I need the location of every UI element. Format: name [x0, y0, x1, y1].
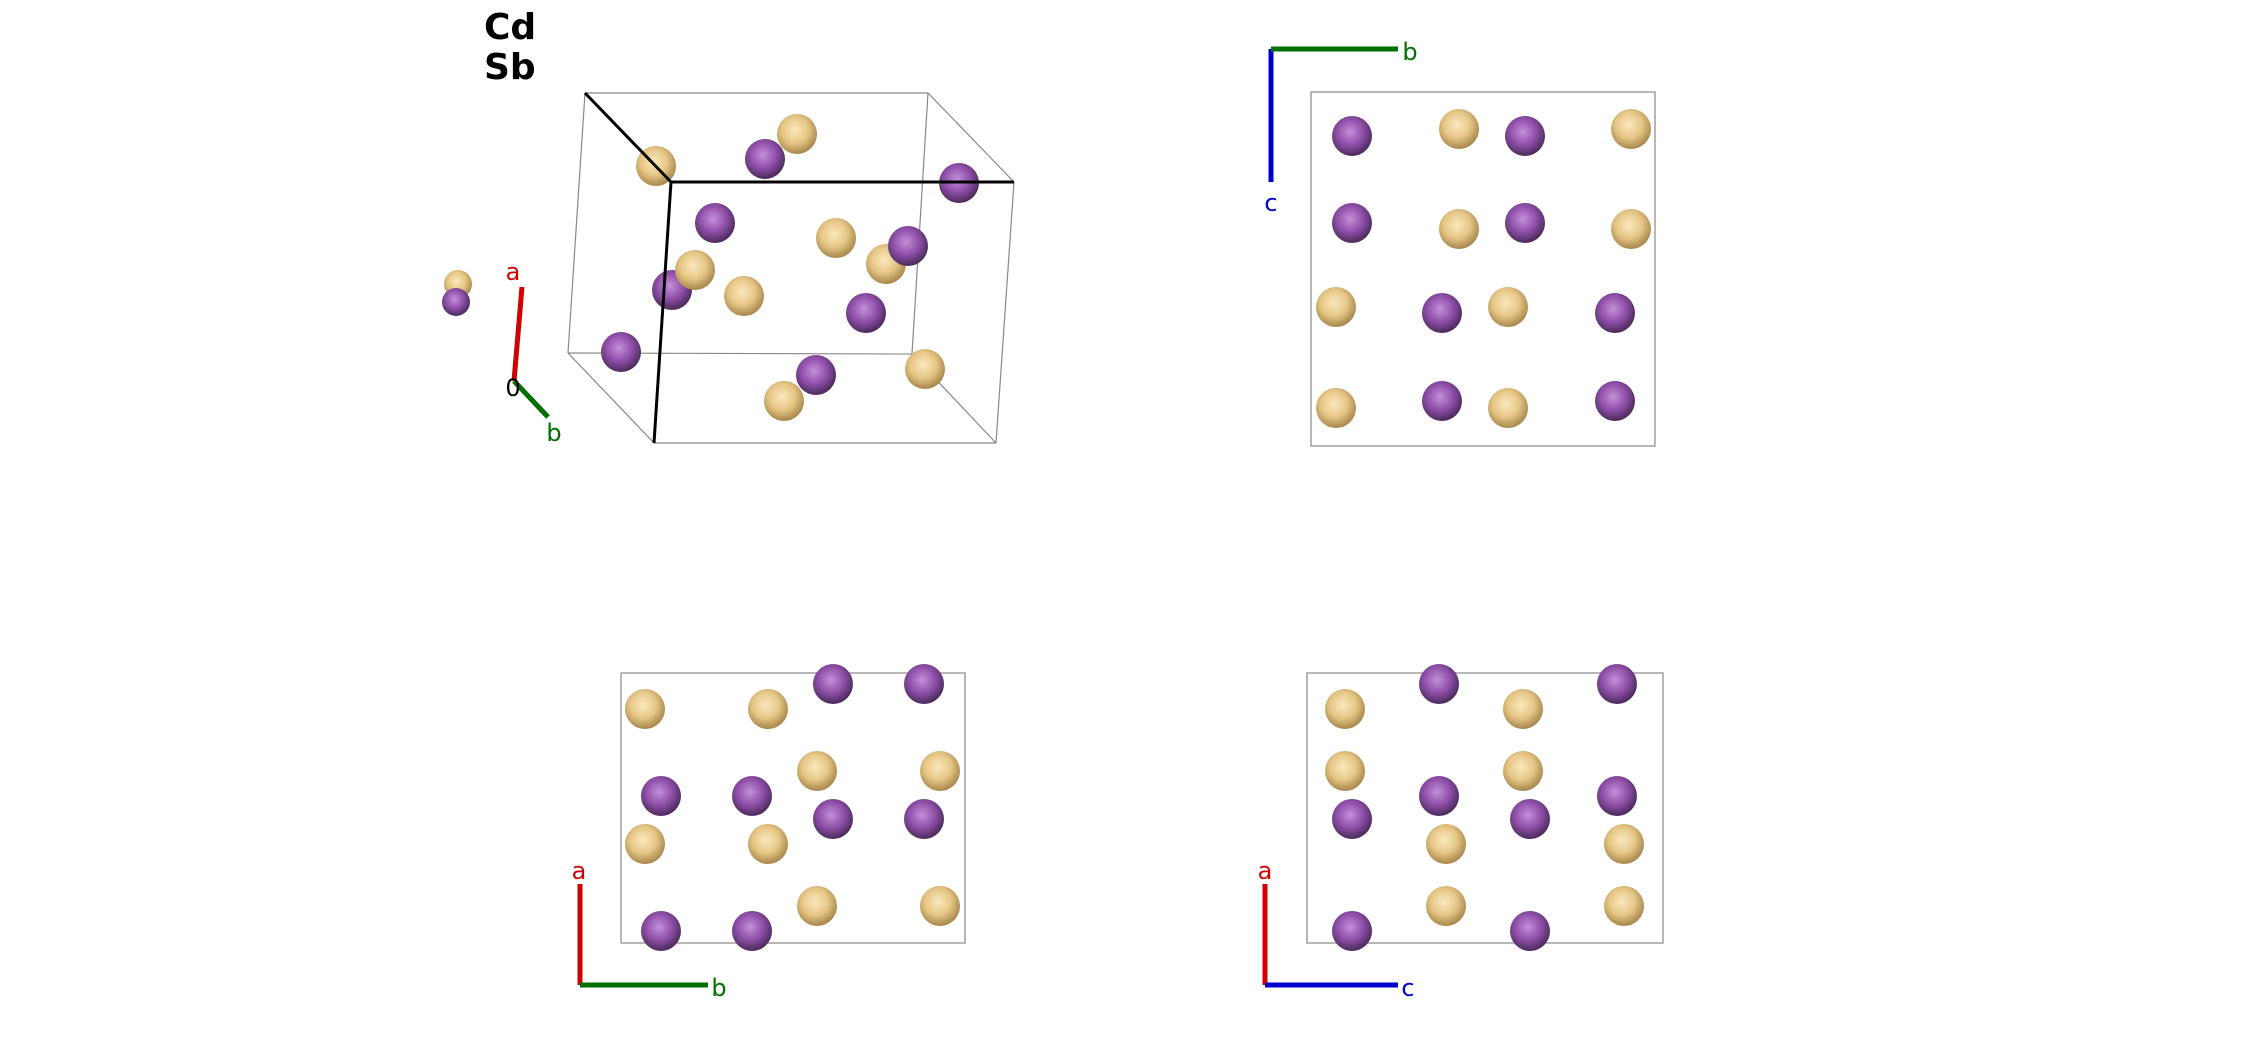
- axis-b-label: b: [1402, 38, 1417, 66]
- perspective-atoms: [442, 114, 979, 421]
- atom-cd: [732, 776, 772, 816]
- atom-sb: [1604, 886, 1644, 926]
- axis-a-label: a: [572, 857, 587, 885]
- atom-cd: [1505, 116, 1545, 156]
- cell-outline: [1310, 91, 1656, 447]
- view-ab-atoms: [625, 664, 960, 951]
- atom-sb: [1604, 824, 1644, 864]
- perspective-cell-front-edges: [583, 91, 1014, 444]
- cell-outline: [1306, 672, 1664, 944]
- atom-cd: [1595, 293, 1635, 333]
- axis-c-label: c: [1264, 189, 1277, 217]
- atom-cd: [1332, 799, 1372, 839]
- view-ac-atoms: [1325, 664, 1644, 951]
- atom-sb: [625, 689, 665, 729]
- atom-cd: [846, 293, 886, 333]
- atom-cd: [813, 799, 853, 839]
- atom-sb: [1503, 751, 1543, 791]
- atom-sb: [797, 751, 837, 791]
- cell-outline: [620, 672, 966, 944]
- view-ab: a b: [572, 664, 966, 1002]
- atom-sb: [1316, 388, 1356, 428]
- axis-b-line: [512, 379, 550, 419]
- atom-sb: [777, 114, 817, 154]
- atom-sb: [920, 886, 960, 926]
- atom-cd: [1419, 664, 1459, 704]
- atom-sb: [1316, 287, 1356, 327]
- atom-cd: [1332, 116, 1372, 156]
- atom-cd: [1595, 381, 1635, 421]
- atom-sb: [748, 689, 788, 729]
- atom-sb: [724, 276, 764, 316]
- atom-sb: [675, 250, 715, 290]
- atom-cd: [796, 355, 836, 395]
- perspective-view: a b 0: [442, 91, 1015, 447]
- atom-cd: [1510, 911, 1550, 951]
- atom-sb: [1488, 287, 1528, 327]
- atom-cd: [641, 911, 681, 951]
- axis-a-label: a: [1258, 857, 1273, 885]
- view-ab-axis-triad: a b: [572, 857, 727, 1002]
- atom-cd: [641, 776, 681, 816]
- atom-sb: [1611, 109, 1651, 149]
- atom-sb: [920, 751, 960, 791]
- atom-sb: [764, 381, 804, 421]
- axis-a-label: a: [506, 258, 521, 286]
- atom-cd: [904, 664, 944, 704]
- atom-sb: [625, 824, 665, 864]
- axis-b-label: b: [711, 974, 726, 1002]
- atom-sb: [1503, 689, 1543, 729]
- axis-b-label: b: [546, 419, 561, 447]
- atom-cd: [745, 139, 785, 179]
- perspective-axis-triad: a b 0: [505, 258, 561, 447]
- legend-cd: Cd: [484, 7, 537, 48]
- atom-cd: [1597, 664, 1637, 704]
- atom-cd: [813, 664, 853, 704]
- element-legend: Cd Sb: [484, 8, 536, 88]
- atom-cd: [1505, 203, 1545, 243]
- atom-sb: [797, 886, 837, 926]
- axis-c-label: c: [1401, 974, 1414, 1002]
- atom-sb: [1325, 689, 1365, 729]
- atom-sb: [748, 824, 788, 864]
- view-bc-axis-triad: b c: [1264, 38, 1417, 217]
- atom-cd: [888, 226, 928, 266]
- atom-cd: [695, 203, 735, 243]
- atom-cd: [442, 288, 470, 316]
- atom-cd: [732, 911, 772, 951]
- atom-cd: [601, 332, 641, 372]
- atom-cd: [1422, 293, 1462, 333]
- atom-cd: [1422, 381, 1462, 421]
- atom-cd: [1597, 776, 1637, 816]
- atom-cd: [1510, 799, 1550, 839]
- view-ac-axis-triad: a c: [1258, 857, 1415, 1002]
- atom-sb: [1611, 209, 1651, 249]
- atom-sb: [816, 218, 856, 258]
- axis-a-line: [511, 286, 525, 382]
- atom-sb: [1325, 751, 1365, 791]
- atom-sb: [1426, 824, 1466, 864]
- atom-cd: [1332, 203, 1372, 243]
- origin-label: 0: [505, 374, 520, 402]
- atom-cd: [904, 799, 944, 839]
- atom-cd: [1419, 776, 1459, 816]
- atom-sb: [1439, 209, 1479, 249]
- atom-sb: [1426, 886, 1466, 926]
- legend-sb: Sb: [484, 47, 536, 88]
- view-bc: b c: [1264, 38, 1656, 447]
- atom-sb: [905, 349, 945, 389]
- atom-sb: [1488, 388, 1528, 428]
- view-ac: a c: [1258, 664, 1664, 1002]
- atom-sb: [1439, 109, 1479, 149]
- atom-cd: [1332, 911, 1372, 951]
- view-bc-atoms: [1316, 109, 1651, 428]
